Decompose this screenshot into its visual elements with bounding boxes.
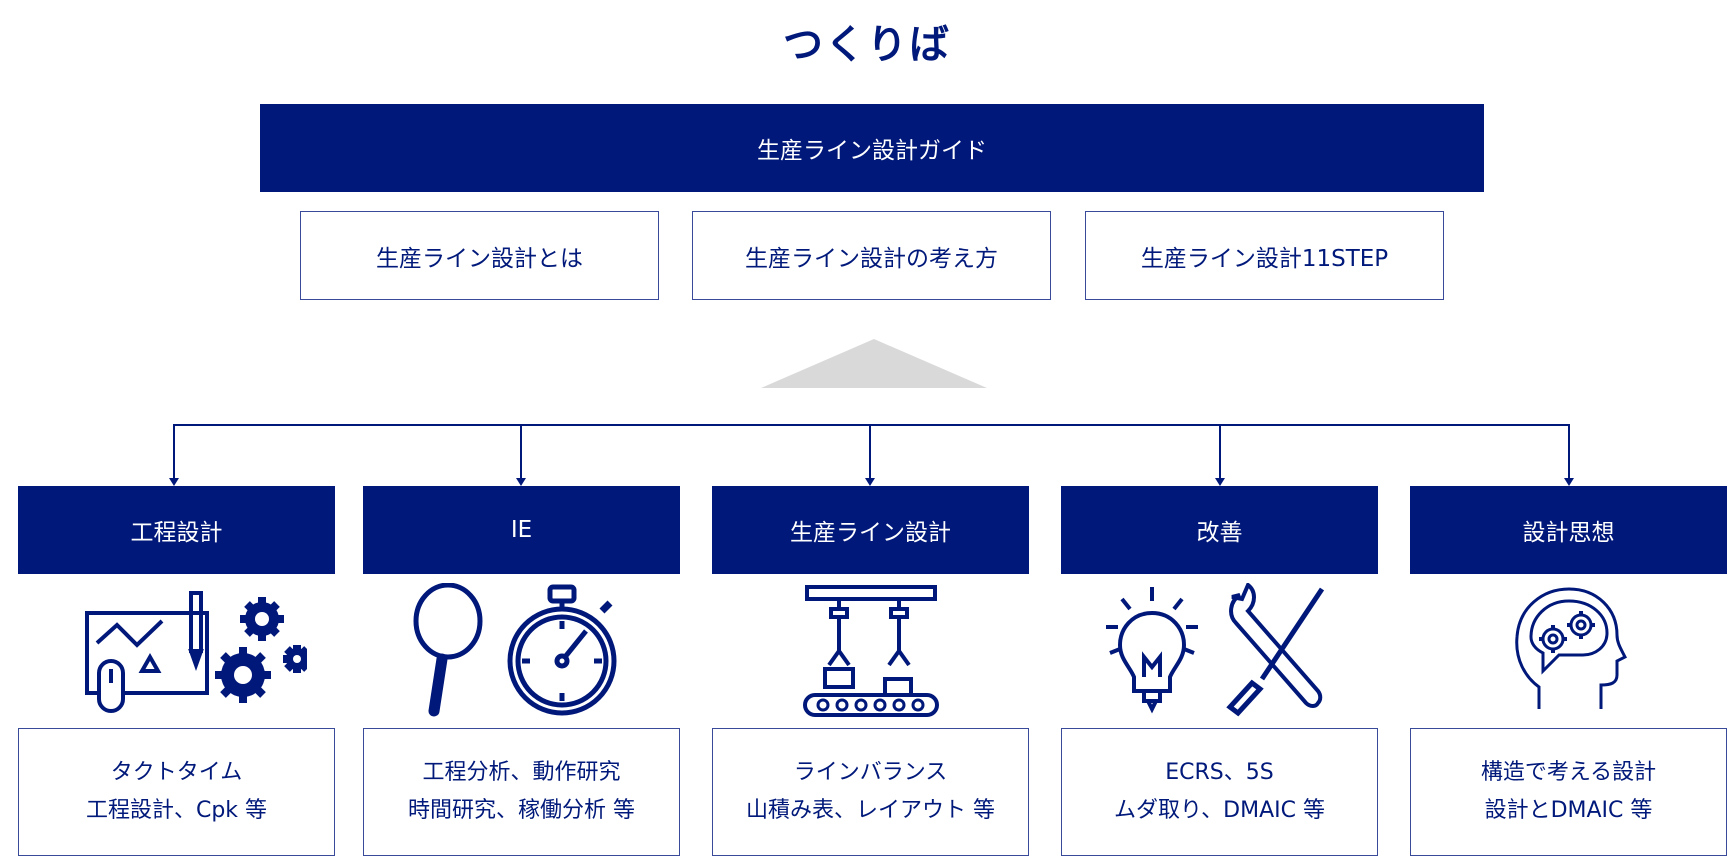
magnifier-stopwatch-icon bbox=[363, 583, 680, 717]
link-line-design-approach[interactable]: 生産ライン設計の考え方 bbox=[692, 211, 1051, 300]
up-triangle-divider bbox=[761, 339, 987, 388]
design-gears-icon bbox=[18, 583, 335, 717]
topic-line: ECRS、5S bbox=[1165, 760, 1274, 785]
category-ie-topics[interactable]: 工程分析、動作研究 時間研究、稼働分析 等 bbox=[363, 728, 680, 856]
arrow-down-icon bbox=[169, 478, 179, 486]
production-line-robot-icon bbox=[712, 583, 1029, 717]
topic-line: タクトタイム bbox=[110, 760, 243, 785]
topic-line: ムダ取り、DMAIC 等 bbox=[1114, 798, 1325, 823]
arrow-down-icon bbox=[1564, 478, 1574, 486]
topic-line: 時間研究、稼働分析 等 bbox=[408, 798, 635, 823]
connector-line bbox=[174, 424, 1569, 426]
connector-branch bbox=[869, 424, 871, 482]
topic-line: 構造で考える設計 bbox=[1480, 760, 1657, 785]
category-kaizen[interactable]: 改善 bbox=[1061, 486, 1378, 574]
topic-line: ラインバランス bbox=[793, 760, 948, 785]
site-logo-title: つくりば bbox=[783, 22, 951, 68]
lightbulb-tools-icon bbox=[1061, 583, 1378, 717]
category-production-line-design[interactable]: 生産ライン設計 bbox=[712, 486, 1029, 574]
connector-branch bbox=[173, 424, 175, 482]
category-design-philosophy-topics[interactable]: 構造で考える設計 設計とDMAIC 等 bbox=[1410, 728, 1727, 856]
connector-branch bbox=[520, 424, 522, 482]
category-kaizen-topics[interactable]: ECRS、5S ムダ取り、DMAIC 等 bbox=[1061, 728, 1378, 856]
category-ie[interactable]: IE bbox=[363, 486, 680, 574]
category-process-design[interactable]: 工程設計 bbox=[18, 486, 335, 574]
category-production-line-design-topics[interactable]: ラインバランス 山積み表、レイアウト 等 bbox=[712, 728, 1029, 856]
link-line-design-11step[interactable]: 生産ライン設計11STEP bbox=[1085, 211, 1444, 300]
connector-branch bbox=[1568, 424, 1570, 482]
topic-line: 山積み表、レイアウト 等 bbox=[746, 798, 995, 823]
category-process-design-topics[interactable]: タクトタイム 工程設計、Cpk 等 bbox=[18, 728, 335, 856]
link-what-is-line-design[interactable]: 生産ライン設計とは bbox=[300, 211, 659, 300]
connector-branch bbox=[1219, 424, 1221, 482]
topic-line: 工程設計、Cpk 等 bbox=[85, 798, 268, 823]
category-design-philosophy[interactable]: 設計思想 bbox=[1410, 486, 1727, 574]
arrow-down-icon bbox=[516, 478, 526, 486]
guide-header[interactable]: 生産ライン設計ガイド bbox=[260, 104, 1484, 192]
topic-line: 設計とDMAIC 等 bbox=[1484, 798, 1653, 823]
arrow-down-icon bbox=[1215, 478, 1225, 486]
topic-line: 工程分析、動作研究 bbox=[422, 760, 621, 785]
head-gears-icon bbox=[1410, 583, 1727, 717]
arrow-down-icon bbox=[865, 478, 875, 486]
